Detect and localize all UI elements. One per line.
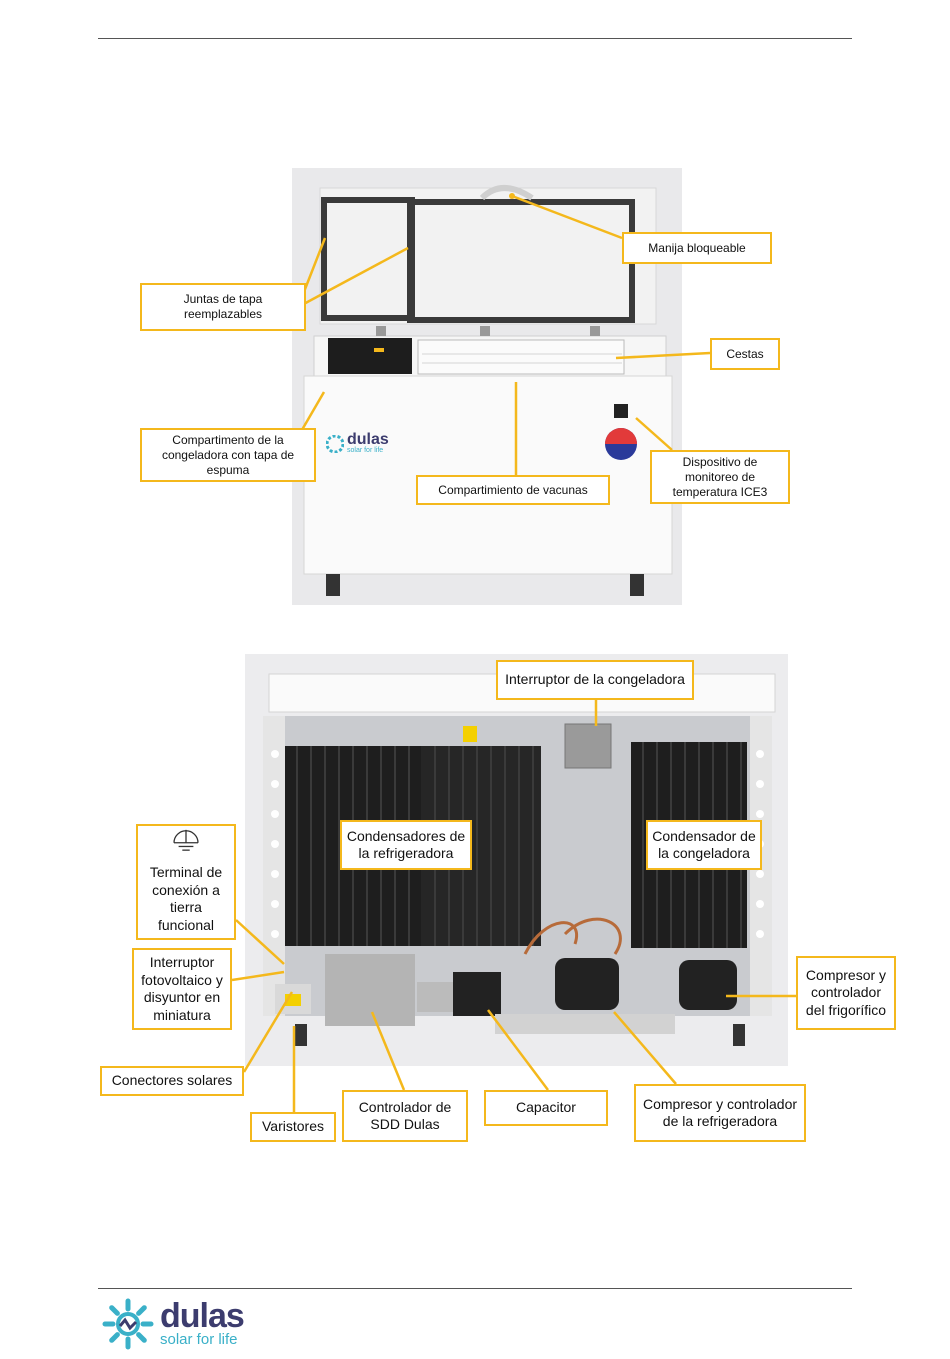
callout-condensadores-refrigeradora-text: Condensadores de la refrigeradora [346, 827, 466, 862]
callout-manija-text: Manija bloqueable [648, 240, 746, 255]
callout-condensador-congeladora: Condensador de la congeladora [646, 820, 762, 870]
callout-interruptor-congeladora: Interruptor de la congeladora [496, 660, 694, 700]
callout-condensador-congeladora-text: Condensador de la congeladora [652, 827, 756, 862]
callout-conectores-solares: Conectores solares [100, 1066, 244, 1096]
callout-compresor-refrigeradora: Compresor y controlador de la refrigerad… [634, 1084, 806, 1142]
callout-varistores: Varistores [250, 1112, 336, 1142]
callout-interruptor-fv-text: Interruptor fotovoltaico y disyuntor en … [141, 954, 223, 1023]
dulas-sun-icon [326, 434, 344, 453]
callout-capacitor-text: Capacitor [516, 1099, 576, 1116]
callout-controlador-sdd-text: Controlador de SDD Dulas [358, 1098, 452, 1133]
callout-compartimiento-vacunas: Compartimiento de vacunas [416, 475, 610, 505]
callout-controlador-sdd: Controlador de SDD Dulas [342, 1090, 468, 1142]
header-rule [98, 38, 852, 39]
callout-terminal-tierra: Terminal de conexión a tierra funcional [136, 824, 236, 940]
callout-compresor-frigorifico-text: Compresor y controlador del frigorífico [805, 966, 887, 1018]
callout-varistores-text: Varistores [262, 1118, 324, 1135]
dulas-sun-icon [102, 1298, 154, 1350]
callout-terminal-tierra-text: Terminal de conexión a tierra funcional [149, 864, 223, 933]
footer-logo-tagline: solar for life [160, 1331, 238, 1348]
callout-compresor-frigorifico: Compresor y controlador del frigorífico [796, 956, 896, 1030]
callout-juntas: Juntas de tapa reemplazables [140, 283, 306, 331]
callout-compartimento-congeladora-text: Compartimento de la congeladora con tapa… [161, 432, 295, 477]
callout-condensadores-refrigeradora: Condensadores de la refrigeradora [340, 820, 472, 870]
callout-cestas: Cestas [710, 338, 780, 370]
footer-dulas-logo: dulas solar for life [102, 1296, 262, 1352]
callout-compartimento-congeladora: Compartimento de la congeladora con tapa… [140, 428, 316, 482]
callout-capacitor: Capacitor [484, 1090, 608, 1126]
callout-conectores-solares-text: Conectores solares [111, 1072, 233, 1089]
callout-manija: Manija bloqueable [622, 232, 772, 264]
callout-cestas-text: Cestas [726, 346, 764, 361]
ground-symbol-icon [173, 829, 199, 851]
callout-dispositivo-text: Dispositivo de monitoreo de temperatura … [672, 454, 768, 499]
callout-interruptor-fv: Interruptor fotovoltaico y disyuntor en … [132, 948, 232, 1030]
callout-dispositivo: Dispositivo de monitoreo de temperatura … [650, 450, 790, 504]
footer-logo-word: dulas [160, 1297, 245, 1335]
callout-juntas-text: Juntas de tapa reemplazables [183, 292, 263, 321]
freezer-dulas-logo: dulas solar for life [326, 431, 389, 454]
footer-rule [98, 1288, 852, 1289]
freezer-logo-tag: solar for life [347, 447, 384, 454]
callout-compartimiento-vacunas-text: Compartimiento de vacunas [438, 482, 588, 497]
callout-compresor-refrigeradora-text: Compresor y controlador de la refrigerad… [642, 1095, 798, 1130]
freezer-logo-word: dulas [347, 431, 389, 448]
callout-interruptor-congeladora-text: Interruptor de la congeladora [505, 671, 685, 688]
